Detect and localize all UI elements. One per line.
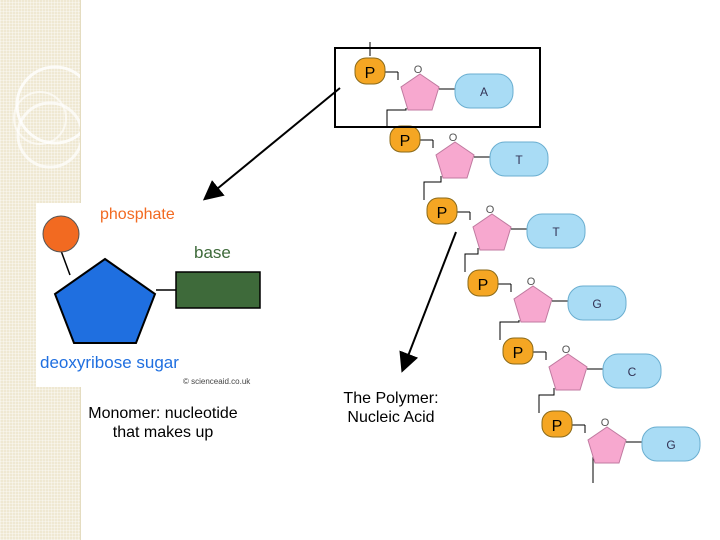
base-letter: C <box>628 365 637 379</box>
polymer-chain: P O A P O T P O T P O G P O C P O G <box>354 42 701 483</box>
oxygen-label: O <box>562 344 571 356</box>
sugar-pentagon <box>435 141 475 179</box>
base-a-shape <box>454 73 514 109</box>
phosphate-group <box>467 269 499 297</box>
sugar-label: deoxyribose sugar <box>40 353 179 372</box>
phosphate-group <box>426 197 458 225</box>
phosphate-group <box>354 57 386 85</box>
base-letter: G <box>592 297 601 311</box>
sugar-pentagon <box>472 213 512 251</box>
sugar-pentagon <box>513 285 553 323</box>
phosphate-group <box>541 410 573 438</box>
phosphate-letter: P <box>365 65 376 82</box>
base-letter: A <box>480 85 488 99</box>
backbone-link <box>499 320 520 340</box>
phosphate-letter: P <box>437 205 448 222</box>
monomer-panel: phosphate base deoxyribose sugar © scien… <box>36 203 274 387</box>
oxygen-label: O <box>449 132 458 144</box>
decorative-circles <box>13 65 80 169</box>
oxygen-label: O <box>414 64 423 76</box>
backbone-link <box>386 108 407 128</box>
base-rectangle <box>175 271 261 309</box>
sugar-pentagon <box>548 353 588 391</box>
arrow-to-polymer-caption <box>399 231 457 373</box>
oxygen-label: O <box>486 204 495 216</box>
base-letter: T <box>515 153 523 167</box>
phosphate-circle <box>42 215 80 253</box>
credit-label: © scienceaid.co.uk <box>183 377 251 386</box>
highlight-box <box>334 47 541 128</box>
oxygen-label: O <box>527 276 536 288</box>
phosphate-letter: P <box>513 345 524 362</box>
backbone-link <box>538 388 555 413</box>
base-g-shape <box>641 426 701 462</box>
phosphate-label: phosphate <box>100 206 175 223</box>
sugar-pentagon <box>400 73 440 111</box>
deoxyribose-pentagon <box>53 257 157 344</box>
phosphate-letter: P <box>552 418 563 435</box>
sugar-pentagon <box>587 426 627 464</box>
backbone-link <box>464 248 479 272</box>
phosphate-letter: P <box>478 277 489 294</box>
base-t-shape <box>526 213 586 249</box>
polymer-caption: The Polymer: Nucleic Acid <box>343 390 439 426</box>
phosphate-letter: P <box>400 133 411 150</box>
base-t-shape <box>489 141 549 177</box>
base-c-shape <box>602 353 662 389</box>
base-letter: G <box>666 438 675 452</box>
base-g-shape <box>567 285 627 321</box>
monomer-caption: Monomer: nucleotide that makes up <box>88 405 238 441</box>
base-label: base <box>194 243 231 262</box>
arrow-to-monomer <box>202 87 341 201</box>
phosphate-group <box>502 337 534 365</box>
backbone-link <box>423 176 442 200</box>
base-letter: T <box>552 225 560 239</box>
oxygen-label: O <box>601 417 610 429</box>
